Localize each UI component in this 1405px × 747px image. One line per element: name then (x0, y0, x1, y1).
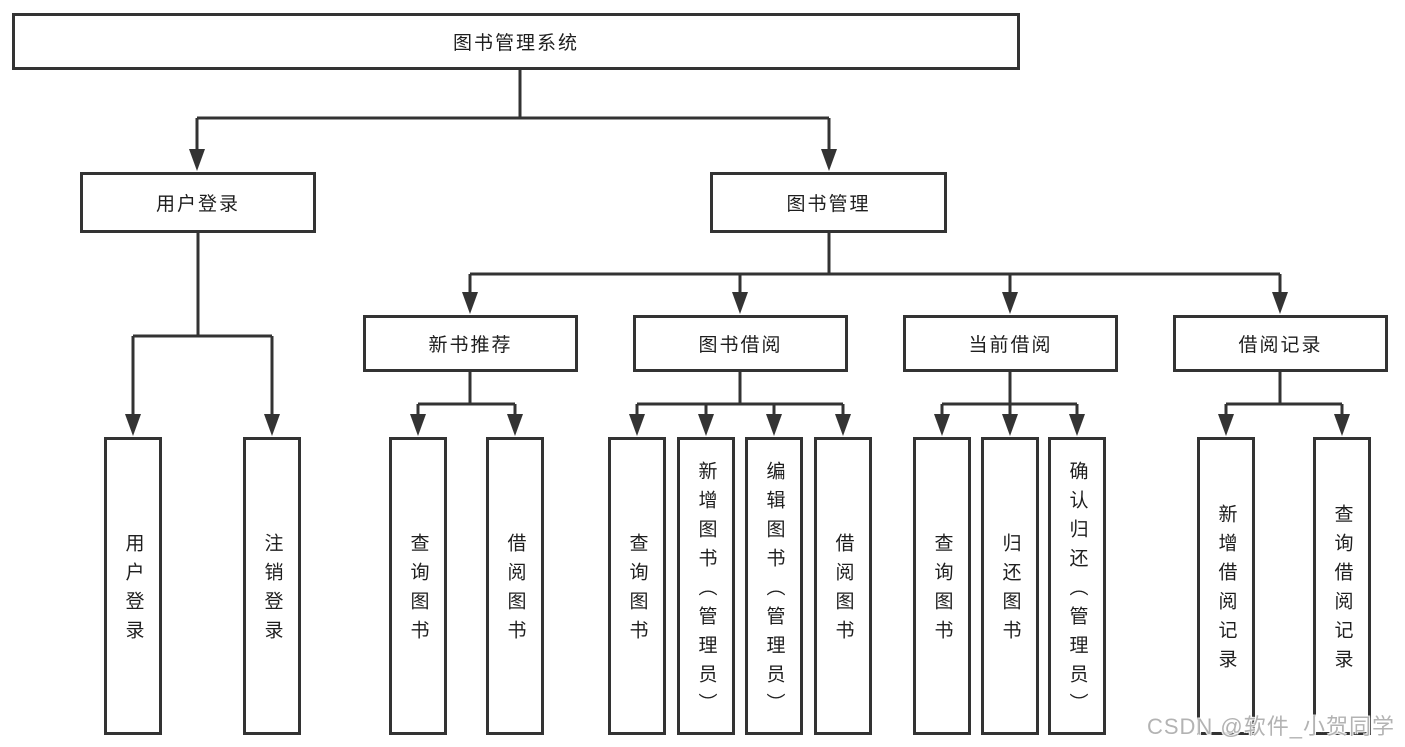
node-leaf-logout: 注销登录 (243, 437, 301, 735)
node-leaf-borrow-book: 借阅图书 (814, 437, 872, 735)
connector-current-borrowing (934, 372, 1085, 436)
node-leaf-query-book-recommend: 查询图书 (389, 437, 447, 735)
node-book-management: 图书管理 (710, 172, 947, 233)
connector-book-management (462, 233, 1288, 314)
connector-book-borrowing (629, 372, 851, 436)
connector-root (189, 70, 837, 171)
node-borrow-records: 借阅记录 (1173, 315, 1388, 372)
connector-user-login (125, 233, 280, 436)
node-leaf-edit-book-admin: 编辑图书（管理员） (745, 437, 803, 735)
node-current-borrowing: 当前借阅 (903, 315, 1118, 372)
node-book-borrowing: 图书借阅 (633, 315, 848, 372)
node-leaf-borrow-book-recommend: 借阅图书 (486, 437, 544, 735)
node-leaf-query-borrow-record: 查询借阅记录 (1313, 437, 1371, 735)
node-library-system: 图书管理系统 (12, 13, 1020, 70)
node-leaf-query-book-borrow: 查询图书 (608, 437, 666, 735)
node-leaf-query-book-current: 查询图书 (913, 437, 971, 735)
node-leaf-return-book: 归还图书 (981, 437, 1039, 735)
node-leaf-add-book-admin: 新增图书（管理员） (677, 437, 735, 735)
node-leaf-user-login: 用户登录 (104, 437, 162, 735)
node-new-book-recommend: 新书推荐 (363, 315, 578, 372)
node-user-login: 用户登录 (80, 172, 316, 233)
node-leaf-confirm-return-admin: 确认归还（管理员） (1048, 437, 1106, 735)
connector-new-book-recommend (410, 372, 523, 436)
connector-borrow-records (1218, 372, 1350, 436)
node-leaf-add-borrow-record: 新增借阅记录 (1197, 437, 1255, 735)
